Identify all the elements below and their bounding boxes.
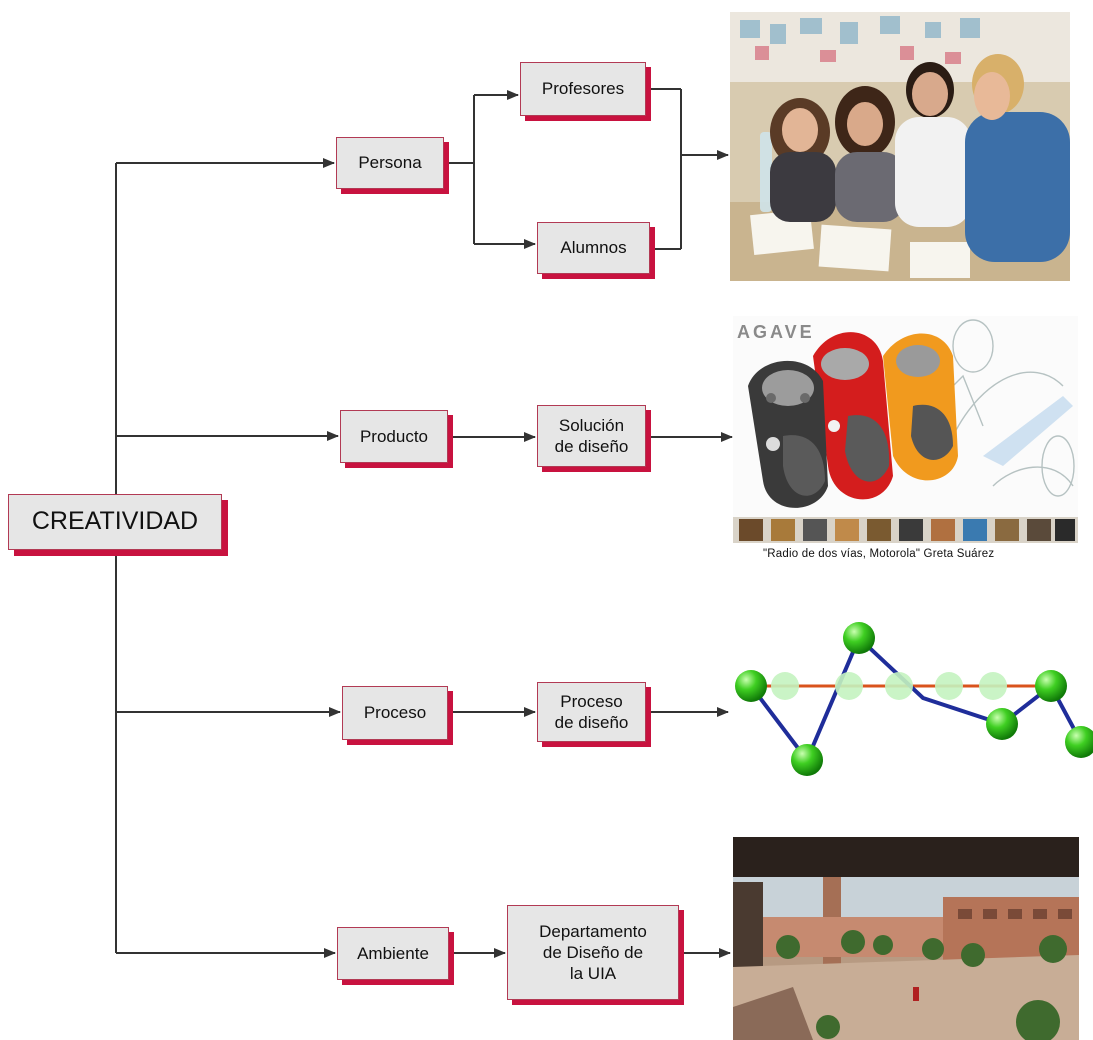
campus-photo [733, 837, 1079, 1040]
node-persona: Persona [336, 137, 444, 189]
product-photo: AGAVE [733, 316, 1078, 543]
students-photo [730, 12, 1070, 281]
node-profesores: Profesores [520, 62, 646, 116]
students-photo-icon [730, 12, 1070, 281]
node-departamento-diseno-uia: Departamento de Diseño de la UIA [507, 905, 679, 1000]
process-graph-icon [735, 622, 1093, 776]
node-alumnos: Alumnos [537, 222, 650, 274]
node-proceso: Proceso [342, 686, 448, 740]
root-node-creatividad: CREATIVIDAD [8, 494, 222, 550]
gray-radio [748, 360, 828, 508]
node-producto: Producto [340, 410, 448, 463]
orange-radio [883, 333, 958, 481]
red-radio [813, 332, 893, 500]
node-proceso-de-diseno: Proceso de diseño [537, 682, 646, 742]
product-photo-caption: "Radio de dos vías, Motorola" Greta Suár… [763, 548, 995, 560]
radio-product-icon: AGAVE [733, 316, 1078, 543]
product-brand-text: AGAVE [737, 322, 815, 342]
campus-photo-icon [733, 837, 1079, 1040]
node-solucion-de-diseno: Solución de diseño [537, 405, 646, 467]
node-ambiente: Ambiente [337, 927, 449, 980]
